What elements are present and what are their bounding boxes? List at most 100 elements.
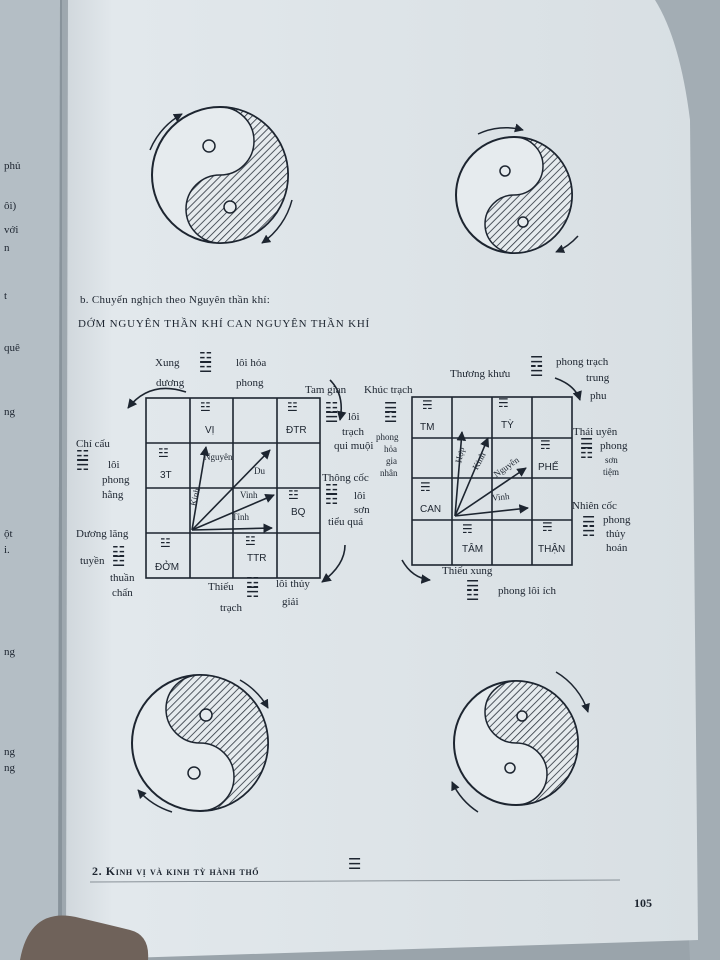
trigram-icon: ☳☴ [76,447,90,474]
label-giai: giải [282,596,299,608]
trigram-icon: ☴ [542,520,553,534]
arrow-label-vinh: Vinh [240,490,258,500]
cell-can: CAN [420,504,442,515]
margin-text: n [4,242,10,254]
cell-ty: TỲ [501,420,514,431]
margin-text: i. [4,544,10,556]
label-qui-muoi: qui muội [334,440,374,452]
label-hoa: hỏa [384,444,397,454]
label-thuong-khuu: Thương khưu [450,368,511,380]
cell-tm: TM [420,422,435,433]
page-number: 105 [634,896,652,910]
label-phong: phong [600,440,628,452]
cell-than: THẬN [538,544,566,555]
trigram-icon: ☳ [158,446,169,460]
margin-text: ng [4,646,15,658]
arrow-label-nguyen: Nguyên [204,452,233,462]
trigram-icon: ☴☳ [466,577,480,604]
arrow-label-vinh: Vinh [491,491,510,503]
yin-yang-bottom-left [131,674,269,813]
label-trach: trạch [342,426,364,438]
cell-ttr: TTR [247,553,267,564]
left-grid [127,379,347,583]
label-thieu: Thiếu [208,581,234,593]
label-thong-coc: Thông cốc [322,472,369,484]
trigram-icon: ☳☵ [246,574,260,601]
label-loi-thuy: lôi thủy [276,578,310,590]
label-trach: trạch [220,602,242,614]
label-nhien-coc: Nhiên cốc [572,500,617,512]
label-phong: phong [603,514,631,526]
margin-text: ng [4,406,15,418]
cell-bq: BQ [291,507,306,518]
label-phong-loi-ich: phong lôi ích [498,585,557,597]
label-phong: phong [236,377,264,389]
label-xung: Xung [155,357,180,369]
label-loi: lôi [354,490,366,502]
label-tuyen: tuyền [80,555,105,567]
margin-text: ng [4,762,15,774]
label-duong-lang: Dương lăng [76,528,129,540]
label-tiem: tiệm [603,467,619,477]
section-b-subtitle: DỚM NGUYÊN THẦN KHÍ CAN NGUYÊN THẦN KHÍ [78,318,371,330]
trigram-icon: ☴ [498,396,509,410]
arrow-label-tinh: Tỉnh [232,512,249,522]
trigram-icon: ☳ [200,400,211,414]
trigram-icon: ☳ [288,488,299,502]
label-nhan: nhân [380,468,398,478]
cell-3t: 3T [160,470,172,481]
label-loi: lôi [348,411,360,423]
trigram-icon: ☳ [160,536,171,550]
yin-yang-bottom-right [451,671,590,813]
trigram-icon: ☴ [420,480,431,494]
trigram-icon: ☴☱ [530,353,544,380]
trigram-icon: ☳☳ [112,543,126,570]
margin-text: quê [4,342,20,354]
trigram-icon: ☰ [348,855,362,873]
margin-text: t [4,290,8,302]
margin-text: phủ [4,160,21,172]
trigram-icon: ☳☶ [325,481,339,508]
label-phong-trach: phong trạch [556,356,609,368]
cell-phe: PHẾ [538,462,559,473]
trigram-icon: ☳ [287,400,298,414]
margin-text: với [4,224,19,236]
yin-yang-top-left [149,106,293,244]
label-trung: trung [586,372,610,384]
margin-text: ột [4,528,13,540]
label-thuy: thủy [606,528,626,540]
margin-text: ng [4,746,15,758]
main-page [62,0,698,960]
label-chi-cau: Chí cấu [76,438,110,450]
right-grid [401,377,582,584]
label-hang: hằng [102,489,124,501]
trigram-icon: ☳☱ [325,399,339,426]
trigram-icon: ☳☲ [199,349,213,376]
section-b-title: b. Chuyển nghịch theo Nguyên thần khí: [80,294,271,306]
label-chan: chấn [112,587,133,599]
label-khuc-trach: Khúc trạch [364,384,413,396]
label-thuan: thuần [110,572,135,584]
arrow-label-du: Du [254,466,265,476]
trigram-icon: ☴ [540,438,551,452]
label-phong: phong [102,474,130,486]
cell-tam: TÂM [462,544,484,555]
label-phu: phu [590,390,607,402]
label-thai-uyen: Thái uyên [573,426,618,438]
trigram-icon: ☴☲ [384,399,398,426]
label-tam-gian: Tam gian [305,384,347,396]
left-page-edge [0,0,60,960]
finger [20,915,149,960]
label-tieu-qua: tiểu quá [328,516,364,528]
margin-text: ôi) [4,200,17,212]
section-2-heading: 2. Kinh vị và kinh tỳ hành thố [92,864,260,878]
trigram-icon: ☴☶ [580,435,594,462]
label-thieu-xung: Thiếu xung [442,565,493,577]
label-hoan: hoán [606,542,628,554]
label-son: sơn [605,455,618,465]
label-loi: lôi [108,459,120,471]
label-gia: gia [386,456,397,466]
trigram-icon: ☴☵ [582,513,596,540]
trigram-icon: ☴ [462,522,473,536]
cell-dom: ĐỞM [155,562,180,573]
